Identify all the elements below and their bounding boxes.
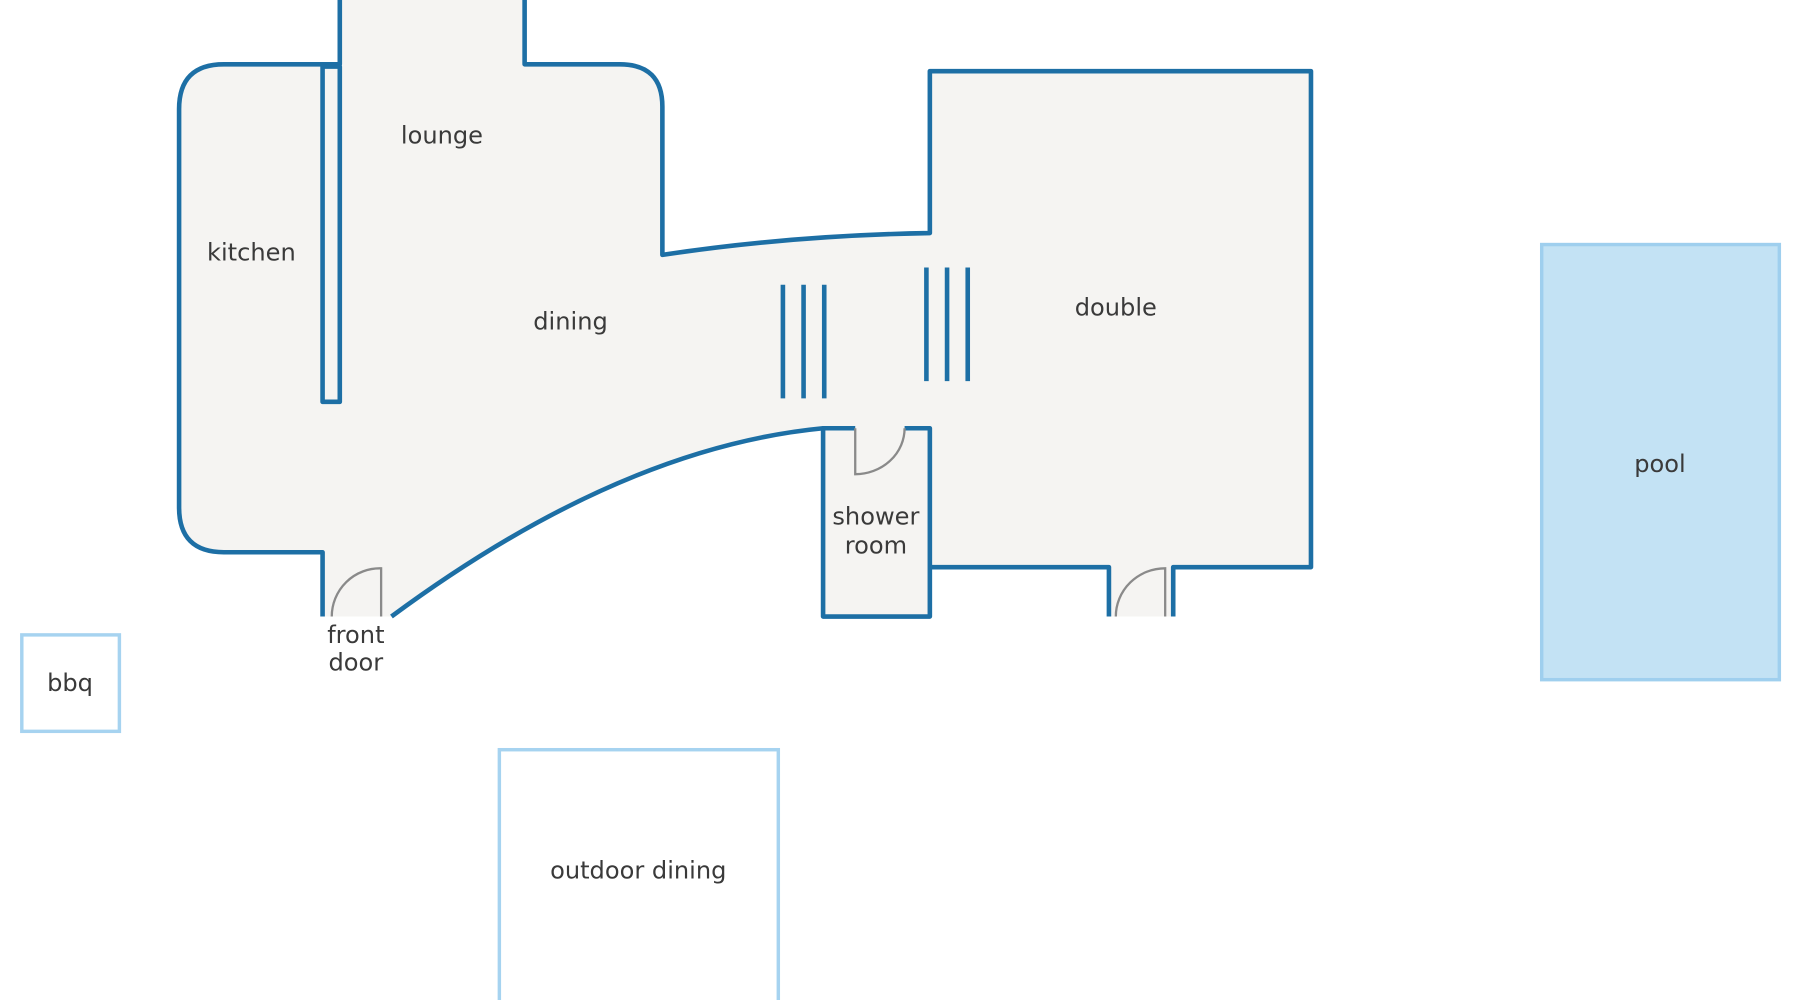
- house-walls: [522, 0, 1314, 617]
- label-front: front: [327, 621, 384, 649]
- room-label-lounge: lounge: [401, 122, 483, 150]
- room-label-shower: shower: [832, 503, 919, 531]
- double-door-swing-icon[interactable]: [1114, 567, 1167, 617]
- room-label-room: room: [845, 531, 907, 559]
- bbq-area[interactable]: [20, 633, 122, 734]
- shower-room-walls: [820, 425, 933, 619]
- label-outdoor-dining: outdoor dining: [550, 856, 726, 884]
- steps-right: [924, 267, 971, 382]
- room-label-dining: dining: [533, 308, 608, 336]
- kitchen-partition: [320, 64, 343, 405]
- dining-curved-wall: [390, 425, 824, 619]
- outdoor-dining-area[interactable]: [497, 747, 781, 1000]
- label-pool: pool: [1634, 450, 1685, 478]
- house-floor: [179, 0, 1311, 617]
- room-label-double: double: [1075, 294, 1157, 322]
- shower-door-swing-icon[interactable]: [854, 428, 906, 476]
- kitchen-outer-wall: [176, 0, 343, 617]
- front-door-swing-icon[interactable]: [330, 567, 383, 617]
- label-door: door: [329, 648, 384, 676]
- steps-left: [780, 284, 827, 399]
- room-label-kitchen: kitchen: [207, 239, 296, 267]
- label-bbq: bbq: [47, 669, 93, 697]
- double-bottom-wall: [929, 564, 1112, 617]
- pool-area[interactable]: [1539, 242, 1782, 682]
